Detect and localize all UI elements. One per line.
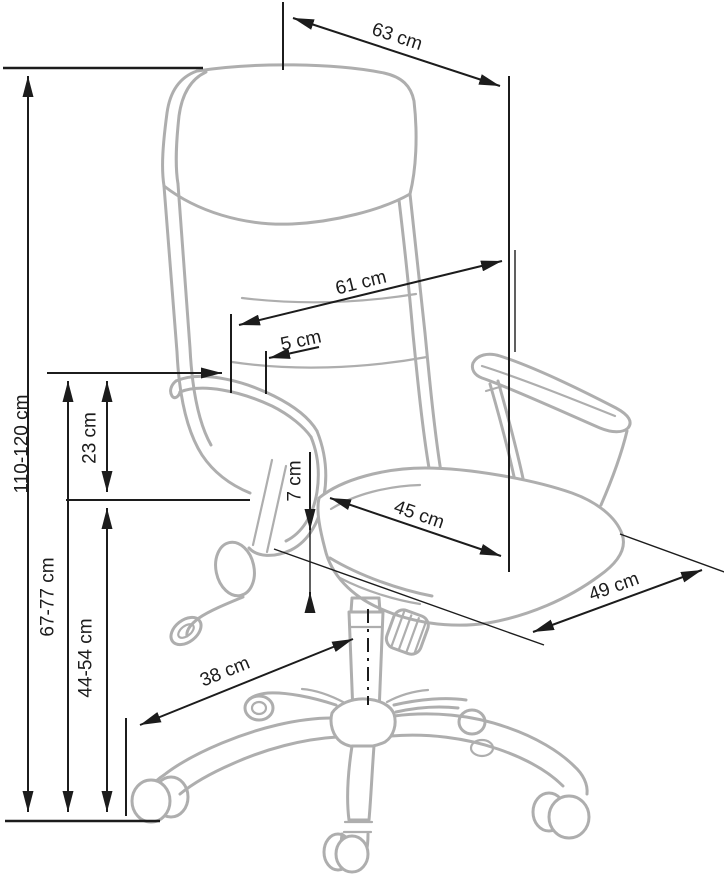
dim-backrest-top-width	[292, 17, 501, 87]
left-armrest-loop-inner	[284, 435, 320, 543]
label-backrest-to-seat: 23 cm	[80, 412, 101, 464]
headrest-left-outer-edge	[161, 69, 199, 188]
lumbar-bracket-line-a	[251, 458, 274, 547]
headrest-bottom-edge	[162, 184, 412, 226]
front-caster-front-wheel	[334, 834, 370, 874]
dim-backrest-width	[238, 260, 503, 326]
right-armrest-strut-b	[496, 379, 526, 485]
right-armrest-pad	[470, 352, 632, 434]
headrest-top-right-edge	[195, 63, 418, 196]
rear-right-caster	[457, 708, 487, 736]
mechanism-edge-a	[328, 556, 434, 598]
gas-lift-cap	[349, 596, 382, 614]
base-hub	[329, 697, 397, 749]
backrest-left-outer-edge	[162, 184, 252, 495]
left-armrest-pad-cap	[169, 379, 182, 400]
left-armrest-pad-inner	[178, 386, 313, 439]
backrest-left-inner-edge	[176, 182, 213, 447]
tilt-tension-knob	[384, 608, 430, 656]
left-leg-bottom-edge	[178, 735, 339, 796]
dim-seat-width	[329, 497, 502, 557]
right-armrest-collar	[484, 384, 505, 393]
dim-seat-depth	[532, 569, 703, 633]
mechanism-edge-b	[338, 576, 422, 606]
right-caster-front-wheel	[547, 794, 591, 840]
dimension-lines	[3, 2, 724, 823]
right-caster-fork	[572, 764, 589, 796]
left-armrest-pad-top	[174, 374, 319, 433]
label-backrest-top-width: 63 cm	[369, 19, 425, 55]
front-leg	[346, 744, 376, 822]
headrest-left-inner-edge	[174, 70, 208, 186]
left-leg-top-edge	[162, 716, 334, 777]
front-leg-collar	[342, 820, 374, 834]
chair-line-art	[130, 63, 632, 874]
right-leg-top-edge	[392, 712, 576, 768]
label-total-height: 110-120 cm	[12, 395, 33, 494]
ext-49-lower	[273, 548, 545, 646]
right-armrest-pad-edge	[480, 364, 617, 418]
rear-left-caster-hub	[250, 700, 268, 716]
lumbar-bracket-line-b	[265, 464, 288, 554]
dim-base-span	[139, 638, 354, 726]
label-armrest-offset: 5 cm	[279, 326, 324, 355]
backrest-seam-upper	[240, 292, 418, 304]
label-armrest-height: 67-77 cm	[38, 557, 59, 636]
base-spoke-b	[385, 688, 430, 704]
label-base-span: 38 cm	[197, 653, 253, 692]
rear-right-leg	[392, 697, 468, 714]
ext-49-upper	[619, 533, 724, 573]
dim-armrest-offset	[268, 346, 320, 359]
backrest-right-outer-edge	[408, 192, 455, 507]
label-seat-height: 44-54 cm	[76, 618, 97, 697]
rear-left-caster	[243, 694, 275, 722]
armrest-pivot-knob	[214, 540, 256, 598]
backrest-right-inner-edge	[397, 198, 431, 470]
right-armrest-loop	[599, 429, 629, 507]
right-leg-bottom-edge	[389, 733, 565, 788]
tilt-lever-handle-inner	[177, 623, 195, 639]
left-caster-front-wheel	[130, 778, 172, 824]
backrest-seam-lower	[230, 355, 429, 369]
label-seat-thickness: 7 cm	[285, 460, 306, 501]
tilt-lever-arm	[185, 595, 245, 638]
